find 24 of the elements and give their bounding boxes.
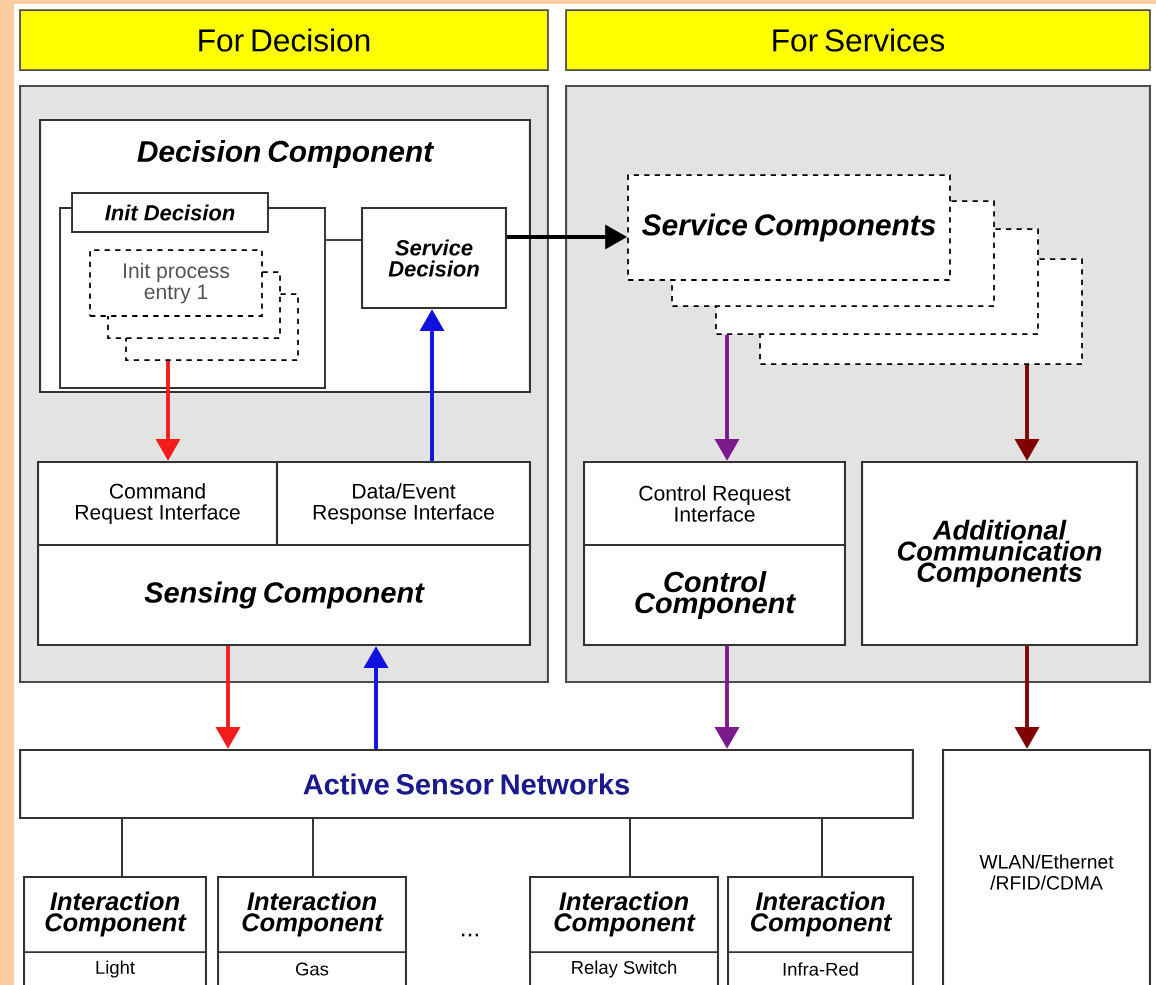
interaction-box: Interaction Component Gas — [216, 875, 408, 985]
network-box: Active Sensor Networks — [19, 748, 914, 820]
connector-line — [121, 818, 123, 877]
component-box: Additional Communication Components — [861, 460, 1139, 647]
interaction-box: Interaction Component Light — [22, 875, 208, 985]
interaction-box: Interaction Component Relay Switch — [528, 875, 720, 985]
node-label: Service Components — [642, 213, 936, 242]
section-banner: For Services — [565, 9, 1151, 71]
interface-box: Control Request Interface — [582, 460, 847, 547]
component-box: Control Component — [582, 543, 847, 647]
interface-box: Data/Event Response Interface — [275, 460, 532, 547]
decision-box: Service Decision — [360, 206, 508, 310]
process-stack: Init process entry 1 — [89, 249, 299, 361]
connector-line — [312, 818, 314, 877]
connector-line — [325, 239, 362, 241]
interface-box: Command Request Interface — [36, 460, 279, 547]
node-label: Init process — [124, 262, 230, 283]
component-stack: Service Components — [627, 174, 1083, 365]
section-banner: For Decision — [19, 9, 549, 71]
network-box: WLAN/Ethernet /RFID/CDMA — [941, 749, 1152, 985]
connector-line — [821, 818, 823, 877]
connector-line — [629, 818, 631, 877]
ellipsis-text: ... — [462, 933, 479, 937]
interaction-box: Interaction Component Infra-Red — [726, 875, 915, 985]
